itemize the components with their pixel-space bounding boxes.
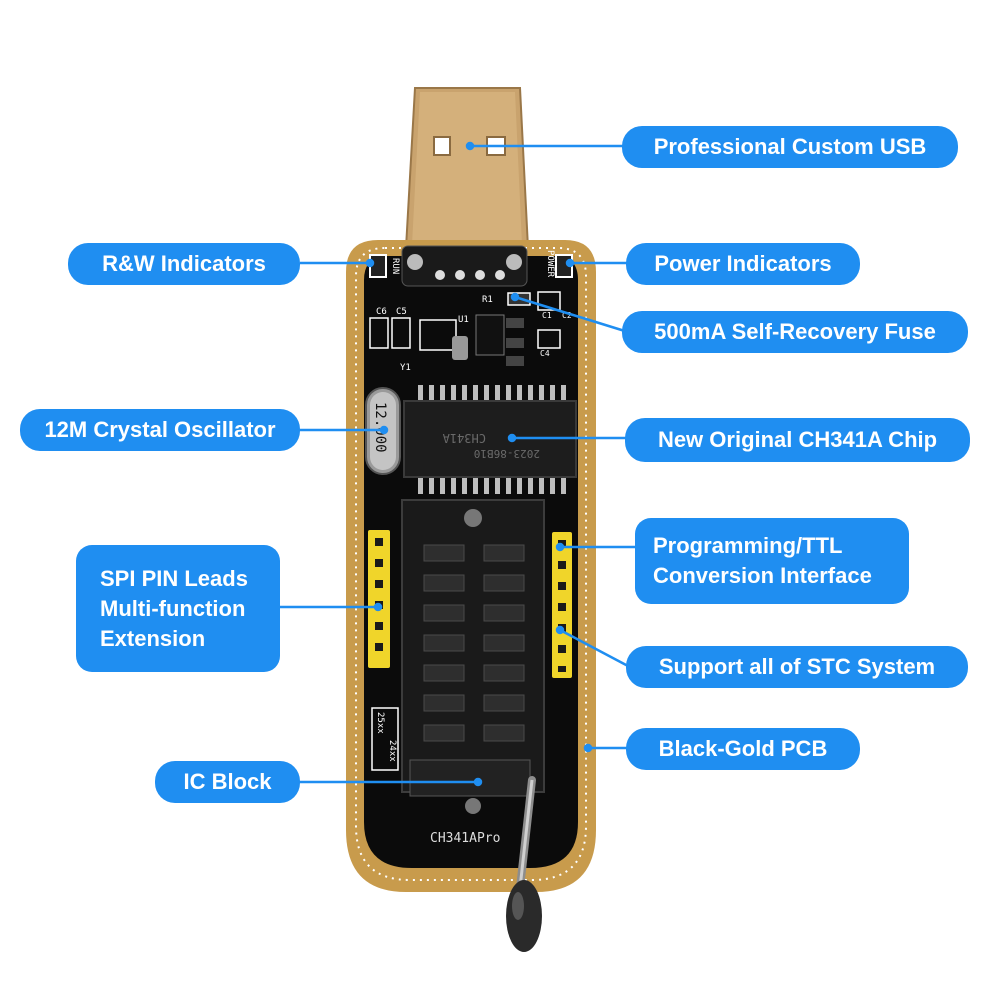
spi-pin-header bbox=[368, 530, 390, 668]
run-text: RUN bbox=[390, 258, 400, 274]
regulator-u1 bbox=[475, 314, 505, 356]
label-ic-block: IC Block bbox=[155, 761, 300, 803]
label-power-indicators: Power Indicators bbox=[626, 243, 860, 285]
usb-connector bbox=[404, 87, 530, 249]
zif-lever bbox=[506, 776, 542, 952]
y1-text: Y1 bbox=[400, 363, 411, 373]
label-rw-indicators: R&W Indicators bbox=[68, 243, 300, 285]
chip-text-2: 2023-86B10 bbox=[474, 447, 540, 460]
u1-text: U1 bbox=[458, 315, 469, 325]
label-black-gold-pcb: Black-Gold PCB bbox=[626, 728, 860, 770]
chip25-text: 25xx bbox=[375, 712, 385, 734]
r1-text: R1 bbox=[482, 295, 493, 305]
ttl-pin-header bbox=[552, 532, 572, 678]
power-text: POWER bbox=[545, 250, 555, 278]
c2-text: C2 bbox=[562, 311, 572, 320]
chip-text-1: CH341A bbox=[442, 431, 486, 445]
chip24-text: 24xx bbox=[387, 740, 397, 762]
leader-lines bbox=[280, 141, 637, 787]
label-professional-usb: Professional Custom USB bbox=[622, 126, 958, 168]
ch341a-chip: CH341A 2023-86B10 bbox=[403, 385, 577, 494]
crystal-text: 12.000 bbox=[372, 402, 388, 453]
c1-text: C1 bbox=[542, 311, 552, 320]
label-ch341a-chip: New Original CH341A Chip bbox=[625, 418, 970, 462]
label-spi-pin-leads: SPI PIN Leads Multi-function Extension bbox=[76, 545, 280, 672]
label-programming-ttl: Programming/TTL Conversion Interface bbox=[635, 518, 909, 604]
label-fuse: 500mA Self-Recovery Fuse bbox=[622, 311, 968, 353]
c5-text: C5 bbox=[396, 307, 407, 317]
model-text: CH341APro bbox=[430, 831, 500, 846]
zif-socket bbox=[401, 499, 545, 814]
label-crystal-oscillator: 12M Crystal Oscillator bbox=[20, 409, 300, 451]
c4-text: C4 bbox=[540, 349, 550, 358]
c6-text: C6 bbox=[376, 307, 387, 317]
label-stc-system: Support all of STC System bbox=[626, 646, 968, 688]
